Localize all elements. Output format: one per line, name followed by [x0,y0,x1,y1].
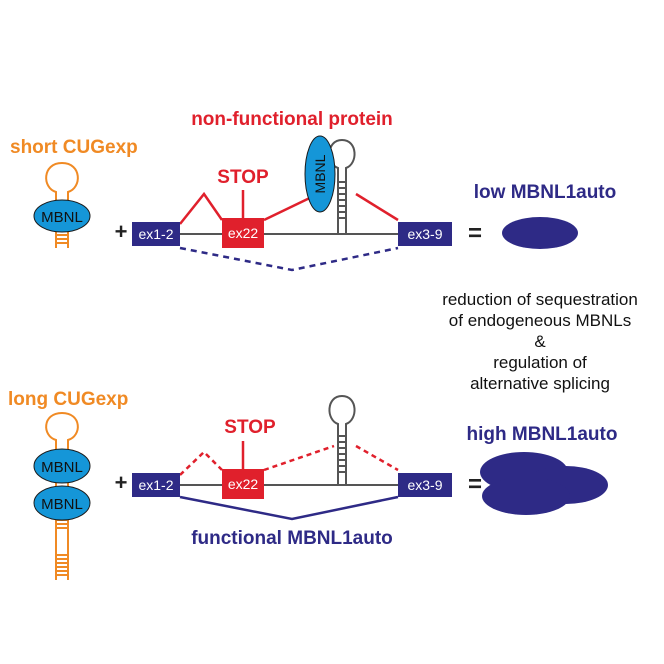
exon-22-box-bottom [222,469,264,499]
splice-junction-red-1 [179,191,224,225]
mbnl-protein-icon-a [33,448,91,484]
exon-1-2-box-bottom [132,473,180,497]
exon-1-2-label: ex1-2 [138,226,173,242]
bound-mbnl-label: MBNL [312,154,328,193]
low-mbnl1auto-label: low MBNL1auto [474,182,617,203]
high-protein-icon-3 [482,477,570,515]
long-cugexp-label: long CUGexp [8,389,128,410]
middle-note: reduction of sequestration of endogeneou… [442,290,638,393]
splice-junction-red-3 [355,192,399,222]
high-mbnl1auto-label: high MBNL1auto [467,424,618,445]
exon-3-9-label-bottom: ex3-9 [407,477,442,493]
note-line-3: & [534,332,546,351]
stop-label: STOP [217,167,269,188]
exon-22-label-bottom: ex22 [228,476,259,492]
plus-sign-bottom: + [115,470,128,495]
exon-3-9-box [398,222,452,246]
short-cugexp-label: short CUGexp [10,137,138,158]
mbnl-protein-icon-b [33,485,91,521]
exon-22-box [222,218,264,248]
note-line-2: of endogeneous MBNLs [449,311,631,330]
mbnl-protein-icon [33,199,91,233]
top-panel: short CUGexp MBNL + [10,109,617,272]
splice-junction-dashed-1 [179,450,223,476]
low-protein-icon [502,217,578,249]
splice-junction-dashed-3 [355,444,399,472]
note-line-4: regulation of [493,353,587,372]
functional-mbnl1auto-label: functional MBNL1auto [191,528,393,549]
bound-mbnl-icon [304,135,336,213]
exon-3-9-box-bottom [398,473,452,497]
plus-sign: + [115,219,128,244]
note-line-5: alternative splicing [470,374,610,393]
stem-loop-icon-bottom [328,394,356,485]
exon-22-label: ex22 [228,225,259,241]
exon-1-2-box [132,222,180,246]
exon-skip-dashed [179,246,399,272]
exon-skip-solid [179,495,399,521]
equals-sign-bottom: = [468,471,482,498]
note-line-1: reduction of sequestration [442,290,638,309]
bottom-panel: long CUGexp MBNL MBNL + [8,389,617,580]
stop-label-bottom: STOP [224,417,276,438]
mbnl-label: MBNL [41,209,83,226]
equals-sign: = [468,220,482,247]
mbnl-label-b: MBNL [41,496,83,513]
exon-1-2-label-bottom: ex1-2 [138,477,173,493]
exon-3-9-label: ex3-9 [407,226,442,242]
splice-junction-dashed-2 [263,444,335,472]
non-functional-protein-label: non-functional protein [191,109,393,130]
mbnl-label-a: MBNL [41,459,83,476]
